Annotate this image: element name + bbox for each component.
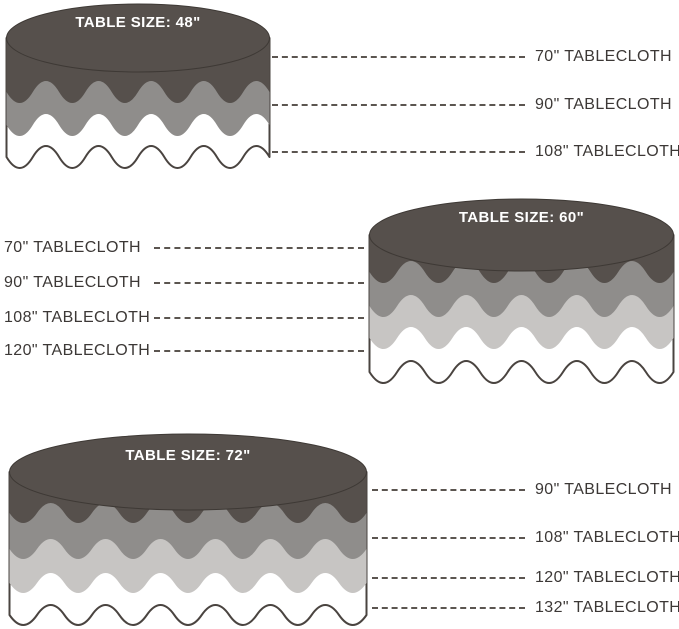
leader-line [372, 607, 525, 609]
table-top [9, 433, 367, 511]
tablecloth-label: 108" TABLECLOTH [4, 309, 151, 326]
table-48-diagram [5, 3, 271, 169]
tablecloth-label: 120" TABLECLOTH [4, 342, 151, 359]
tablecloth-label: 70" TABLECLOTH [4, 239, 141, 256]
tablecloth-label-row: 90" TABLECLOTH [272, 95, 672, 115]
tablecloth-label: 90" TABLECLOTH [535, 96, 672, 113]
tablecloth-label-row: 108" TABLECLOTH [272, 142, 679, 162]
leader-line [372, 537, 525, 539]
table-60-title: TABLE SIZE: 60" [458, 209, 585, 226]
tablecloth-label: 90" TABLECLOTH [535, 481, 672, 498]
leader-line [272, 104, 525, 106]
tablecloth-label-row: 120" TABLECLOTH [372, 568, 679, 588]
tablecloth-label-row: 132" TABLECLOTH [372, 598, 679, 618]
tablecloth-label: 90" TABLECLOTH [4, 274, 141, 291]
tablecloth-label: 108" TABLECLOTH [535, 529, 679, 546]
tablecloth-label: 120" TABLECLOTH [535, 569, 679, 586]
tablecloth-label-row: 90" TABLECLOTH [372, 480, 672, 500]
tablecloth-label: 108" TABLECLOTH [535, 143, 679, 160]
tablecloth-label-row: 108" TABLECLOTH [372, 528, 679, 548]
table-60-diagram [368, 198, 675, 384]
leader-line [372, 577, 525, 579]
tablecloth-label-row: 108" TABLECLOTH [4, 308, 364, 328]
leader-line [154, 247, 364, 249]
tablecloth-label-row: 70" TABLECLOTH [272, 47, 672, 67]
leader-line [154, 317, 364, 319]
table-72-diagram [8, 433, 368, 626]
tablecloth-label-row: 90" TABLECLOTH [4, 273, 364, 293]
tablecloth-label: 132" TABLECLOTH [535, 599, 679, 616]
leader-line [154, 282, 364, 284]
table-top [6, 3, 270, 73]
leader-line [272, 151, 525, 153]
leader-line [372, 489, 525, 491]
table-72-title: TABLE SIZE: 72" [125, 447, 251, 464]
leader-line [272, 56, 525, 58]
table-48-title: TABLE SIZE: 48" [75, 14, 201, 31]
tablecloth-label-row: 120" TABLECLOTH [4, 341, 364, 361]
tablecloth-label: 70" TABLECLOTH [535, 48, 672, 65]
tablecloth-label-row: 70" TABLECLOTH [4, 238, 364, 258]
leader-line [154, 350, 364, 352]
table-top [369, 198, 674, 272]
